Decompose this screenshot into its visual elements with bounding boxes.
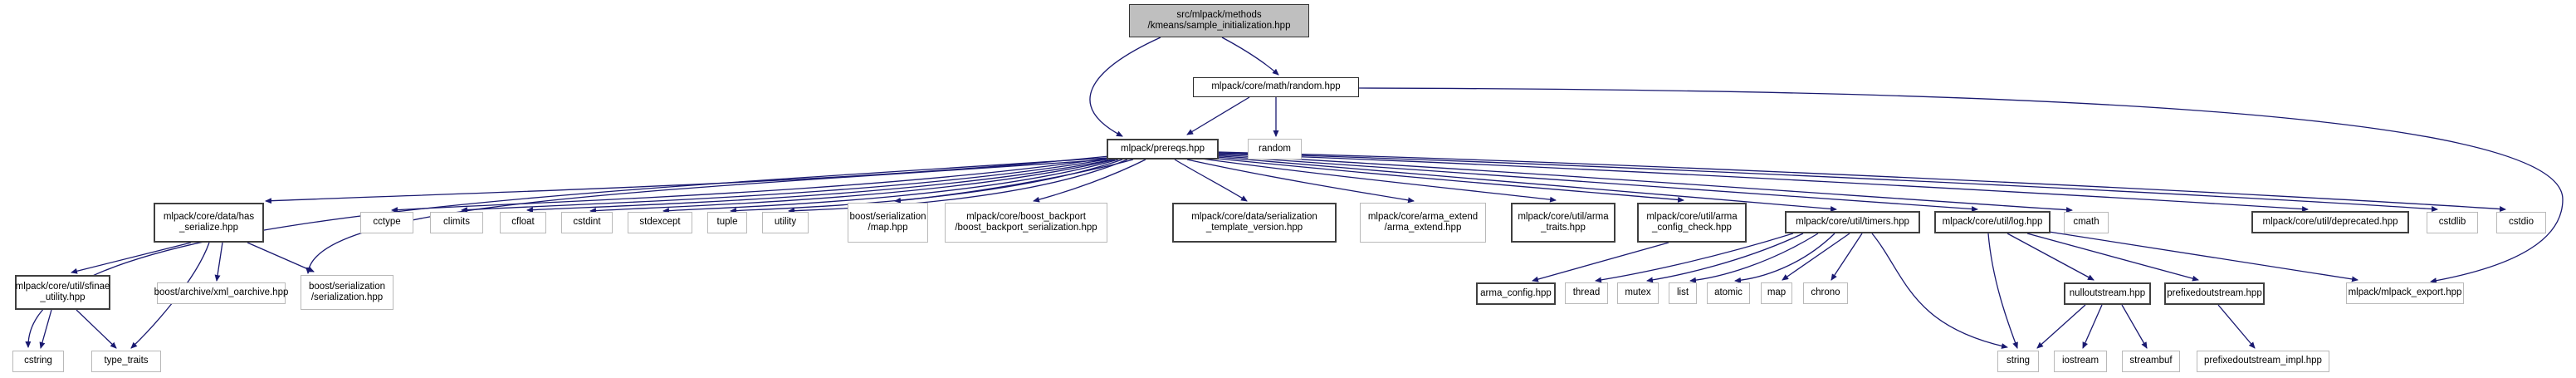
edge-log-prefixedoutstream xyxy=(2026,233,2199,282)
node-boost-backport-serialization[interactable]: mlpack/core/boost_backport /boost_backpo… xyxy=(945,203,1107,243)
edge-prereqs-cfloat xyxy=(526,159,1113,214)
node-cfloat[interactable]: cfloat xyxy=(500,212,546,233)
node-arma-config-check[interactable]: mlpack/core/util/arma _config_check.hpp xyxy=(1637,203,1747,243)
edge-prereqs-stdexcept xyxy=(662,159,1119,214)
edge-prereqs-sertemplateversion xyxy=(1174,159,1248,202)
edge-prereqs-cstring xyxy=(25,157,1108,348)
node-cstring[interactable]: cstring xyxy=(12,351,64,372)
edge-prereqs-hasserialize xyxy=(265,155,1110,204)
edge-prereqs-cmath xyxy=(1212,154,2073,214)
edge-prereqs-deprecated xyxy=(1215,153,2309,213)
node-iostream[interactable]: iostream xyxy=(2054,351,2107,372)
edge-nulloutstream-streambuf xyxy=(2121,304,2148,349)
edge-prereqs-armaextend xyxy=(1186,159,1415,204)
node-cctype[interactable]: cctype xyxy=(360,212,413,233)
edge-timers-mutex xyxy=(1646,233,1804,283)
edge-timers-map xyxy=(1782,233,1850,281)
edge-root-prereqs xyxy=(1089,37,1161,137)
edge-prereqs-cstdio xyxy=(1218,151,2506,213)
node-arma-config[interactable]: arma_config.hpp xyxy=(1476,282,1556,305)
edge-prereqs-log xyxy=(1210,155,1978,213)
edge-prereqs-cstdint xyxy=(589,159,1116,214)
edge-log-nulloutstream xyxy=(2007,233,2095,281)
node-nulloutstream[interactable]: nulloutstream.hpp xyxy=(2064,282,2151,305)
node-sfinae-utility[interactable]: mlpack/core/util/sfinae _utility.hpp xyxy=(15,275,110,310)
node-random-hpp[interactable]: mlpack/core/math/random.hpp xyxy=(1193,77,1359,97)
node-list[interactable]: list xyxy=(1669,282,1697,304)
edge-prereqs-cctype xyxy=(391,157,1111,214)
node-thread[interactable]: thread xyxy=(1565,282,1608,304)
edge-root-randomhpp xyxy=(1221,37,1279,76)
node-streambuf[interactable]: streambuf xyxy=(2122,351,2180,372)
edge-log-string xyxy=(1987,233,2018,349)
edge-randomhpp-mlpackexport xyxy=(1358,87,2564,284)
edge-prereqs-utility xyxy=(788,159,1128,214)
node-sample-initialization[interactable]: src/mlpack/methods /kmeans/sample_initia… xyxy=(1129,4,1309,37)
edge-armaconfigcheck-armaconfig xyxy=(1532,242,1669,282)
edge-nulloutstream-string xyxy=(2036,304,2086,349)
edge-prereqs-armaconfigcheck xyxy=(1201,156,1684,203)
node-cstdint[interactable]: cstdint xyxy=(561,212,613,233)
node-cstdio[interactable]: cstdio xyxy=(2496,212,2546,233)
node-stdexcept[interactable]: stdexcept xyxy=(628,212,692,233)
node-prefixedoutstream-impl[interactable]: prefixedoutstream_impl.hpp xyxy=(2197,351,2329,372)
node-boost-serialization-serialization[interactable]: boost/serialization /serialization.hpp xyxy=(301,275,393,310)
edge-timers-thread xyxy=(1595,233,1794,283)
edge-sfinae-typetraits xyxy=(76,309,117,349)
edge-randomhpp-prereqs xyxy=(1186,96,1250,135)
edge-hasserialize-serserialization xyxy=(247,242,315,272)
edge-prefixedoutstream-impl xyxy=(2217,304,2256,349)
edge-sfinae-cstring xyxy=(39,309,52,349)
node-timers[interactable]: mlpack/core/util/timers.hpp xyxy=(1785,211,1920,233)
edge-nulloutstream-iostream xyxy=(2082,304,2103,349)
node-chrono[interactable]: chrono xyxy=(1803,282,1848,304)
node-random[interactable]: random xyxy=(1248,139,1302,160)
edge-prereqs-serserialization xyxy=(306,159,1109,274)
edge-prereqs-cstdlib xyxy=(1216,152,2438,213)
edge-log-mlpackexport xyxy=(2048,231,2358,282)
node-deprecated[interactable]: mlpack/core/util/deprecated.hpp xyxy=(2251,211,2409,233)
node-map[interactable]: map xyxy=(1761,282,1792,304)
edge-prereqs-boostbackport xyxy=(1033,159,1146,203)
edge-prereqs-armatraits xyxy=(1195,157,1557,203)
node-xml-oarchive[interactable]: boost/archive/xml_oarchive.hpp xyxy=(154,282,288,304)
node-serialization-template-version[interactable]: mlpack/core/data/serialization _template… xyxy=(1172,203,1337,243)
edge-prereqs-timers xyxy=(1206,155,1837,212)
edge-timers-list xyxy=(1689,233,1819,283)
node-prereqs[interactable]: mlpack/prereqs.hpp xyxy=(1107,139,1219,160)
node-tuple[interactable]: tuple xyxy=(707,212,747,233)
node-boost-serialization-map[interactable]: boost/serialization /map.hpp xyxy=(848,203,928,243)
node-has-serialize[interactable]: mlpack/core/data/has _serialize.hpp xyxy=(154,203,264,243)
node-type-traits[interactable]: type_traits xyxy=(91,351,161,372)
node-cmath[interactable]: cmath xyxy=(2064,212,2109,233)
edge-prereqs-boostsermap xyxy=(894,159,1134,204)
edge-hasserialize-sfinae xyxy=(71,242,192,274)
node-arma-extend[interactable]: mlpack/core/arma_extend /arma_extend.hpp xyxy=(1360,203,1486,243)
edge-prereqs-climits xyxy=(461,158,1112,214)
node-cstdlib[interactable]: cstdlib xyxy=(2427,212,2478,233)
node-mlpack-export[interactable]: mlpack/mlpack_export.hpp xyxy=(2346,282,2464,304)
node-mutex[interactable]: mutex xyxy=(1617,282,1659,304)
edge-hasserialize-typetraits xyxy=(130,242,210,349)
node-atomic[interactable]: atomic xyxy=(1707,282,1750,304)
node-utility[interactable]: utility xyxy=(762,212,809,233)
edge-timers-string xyxy=(1871,233,2008,349)
edge-timers-chrono xyxy=(1831,233,1863,281)
node-prefixedoutstream[interactable]: prefixedoutstream.hpp xyxy=(2164,282,2265,305)
node-climits[interactable]: climits xyxy=(430,212,483,233)
edge-timers-atomic xyxy=(1734,233,1835,283)
edge-hasserialize-xmloarchive xyxy=(214,242,223,282)
node-string[interactable]: string xyxy=(1997,351,2039,372)
node-log[interactable]: mlpack/core/util/log.hpp xyxy=(1934,211,2051,233)
node-arma-traits[interactable]: mlpack/core/util/arma _traits.hpp xyxy=(1511,203,1615,243)
